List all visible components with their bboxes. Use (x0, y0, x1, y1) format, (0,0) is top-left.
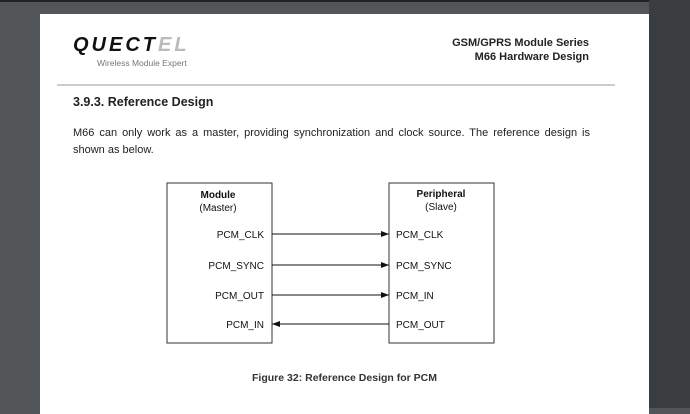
figure-caption: Figure 32: Reference Design for PCM (252, 372, 437, 384)
module-signal-label: PCM_SYNC (208, 261, 264, 272)
series-title: GSM/GPRS Module Series (452, 37, 589, 49)
peripheral-subtitle: (Slave) (425, 202, 457, 213)
logo-tagline: Wireless Module Expert (97, 58, 187, 68)
module-signal-label: PCM_IN (226, 320, 264, 331)
section-heading: 3.9.3. Reference Design (73, 95, 214, 109)
quectel-logo: QUECTEL Wireless Module Expert (73, 34, 190, 68)
page-header-title: GSM/GPRS Module Series M66 Hardware Desi… (452, 36, 589, 64)
module-title: Module (201, 190, 236, 201)
peripheral-signal-label: PCM_OUT (396, 320, 445, 331)
header-divider (57, 84, 615, 86)
module-box (166, 182, 273, 344)
peripheral-signal-label: PCM_CLK (396, 230, 444, 241)
logo-wordmark: QUECTEL (73, 34, 190, 56)
viewer-side-panel (649, 0, 690, 408)
peripheral-box (388, 182, 495, 344)
module-subtitle: (Master) (199, 203, 236, 214)
viewer-top-border (0, 0, 690, 2)
document-page: QUECTEL Wireless Module Expert GSM/GPRS … (40, 14, 649, 414)
peripheral-signal-label: PCM_IN (396, 291, 434, 302)
peripheral-signal-label: PCM_SYNC (396, 261, 452, 272)
module-signal-label: PCM_CLK (217, 230, 265, 241)
section-paragraph: M66 can only work as a master, providing… (73, 127, 590, 156)
pcm-reference-diagram: Module (Master) Peripheral (Slave) PCM_C… (166, 182, 495, 344)
document-title: M66 Hardware Design (474, 51, 589, 63)
module-signal-label: PCM_OUT (215, 291, 264, 302)
peripheral-title: Peripheral (417, 189, 466, 200)
